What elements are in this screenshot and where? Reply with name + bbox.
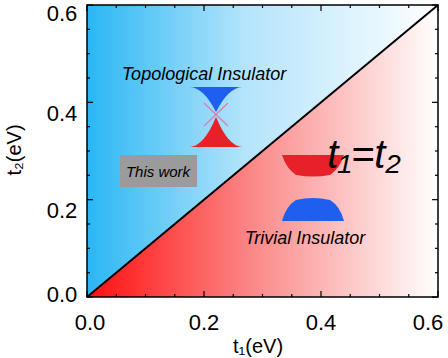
y-axis-title: t₂(eV) [4,124,24,175]
axis-ticks [87,5,438,297]
conduction-band [190,87,242,112]
region-label: Topological Insulator [122,65,286,83]
x-axis-title: t₁(eV) [233,336,283,356]
trivial-region [87,5,438,297]
x-tick-label: 0.2 [189,312,220,334]
x-tick-label: 0.4 [306,312,337,334]
valence-band [282,198,344,221]
valence-band [190,117,242,147]
x-tick-label: 0.6 [413,312,444,334]
y-tick-label: 0.6 [47,3,78,25]
x-tick-label: 0.0 [75,312,106,334]
dirac-crossing [204,103,228,126]
y-tick-label: 0.0 [47,284,78,306]
boundary-label: t₁=t₂ [327,134,400,174]
plot-frame [87,5,438,297]
y-tick-label: 0.4 [47,103,78,125]
boundary-line [87,5,438,297]
dirac-crossing [204,103,228,126]
topological-region [87,5,438,297]
y-tick-label: 0.2 [47,200,78,222]
note-text: This work [126,164,190,179]
region-label: Trivial Insulator [245,229,366,247]
note-box: This work [120,155,197,187]
